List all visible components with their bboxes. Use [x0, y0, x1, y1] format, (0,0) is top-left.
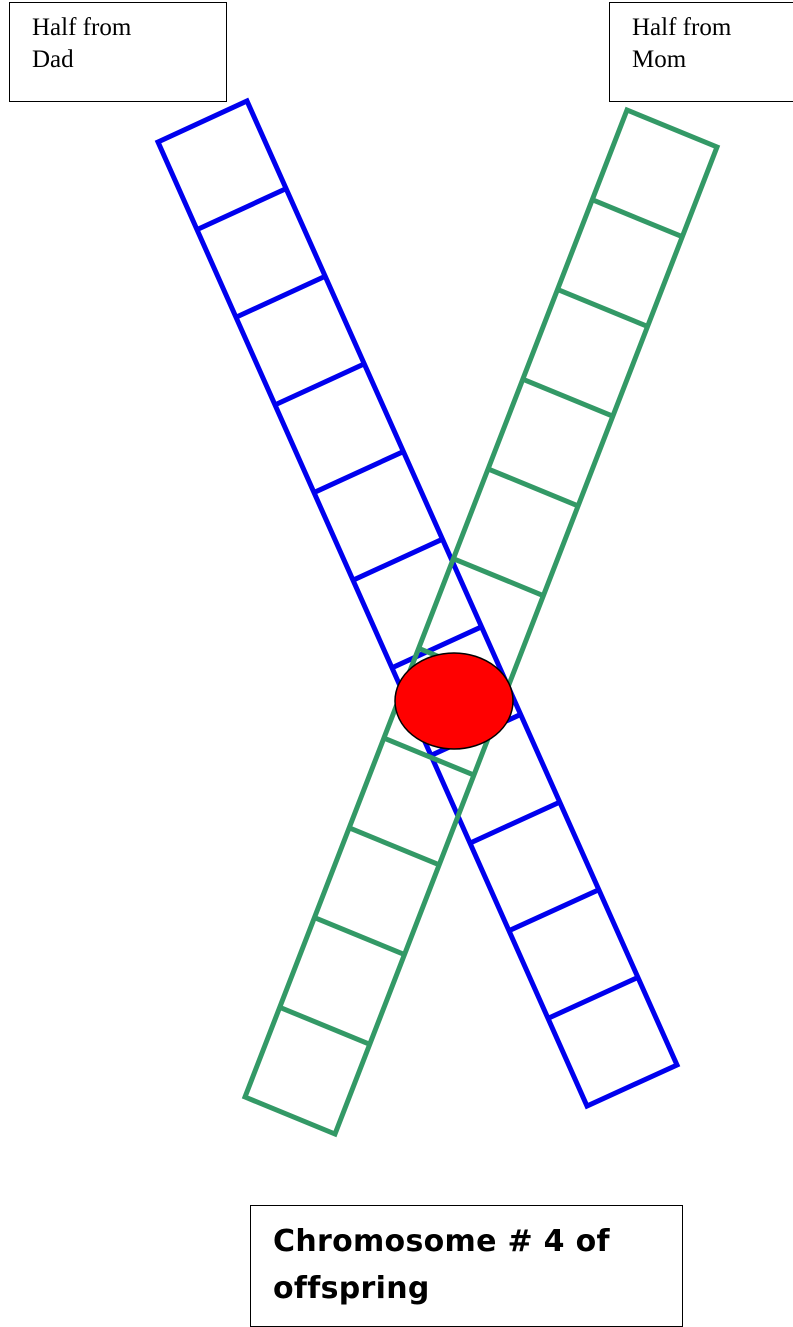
dad-rung — [197, 189, 286, 230]
mom-rung — [280, 1007, 370, 1044]
dad-rung — [353, 539, 442, 580]
dad-rung — [470, 802, 560, 843]
dad-chromatid — [158, 101, 677, 1106]
dad-rung — [236, 276, 325, 317]
centromere — [395, 653, 513, 749]
dad-rung — [314, 452, 403, 493]
dad-rung — [275, 364, 364, 405]
mom-rung — [314, 918, 404, 955]
dad-chromatid-outline — [158, 101, 677, 1106]
mom-rung — [558, 289, 648, 326]
mom-rung — [523, 379, 613, 416]
dad-rung — [509, 890, 599, 931]
dad-rung — [548, 977, 638, 1018]
mom-rung — [488, 469, 578, 506]
caption-line-2: offspring — [273, 1265, 682, 1312]
caption-box: Chromosome # 4 of offspring — [250, 1205, 683, 1327]
mom-rung — [349, 828, 439, 865]
mom-rung — [592, 200, 682, 237]
caption-line-1: Chromosome # 4 of — [273, 1218, 682, 1265]
